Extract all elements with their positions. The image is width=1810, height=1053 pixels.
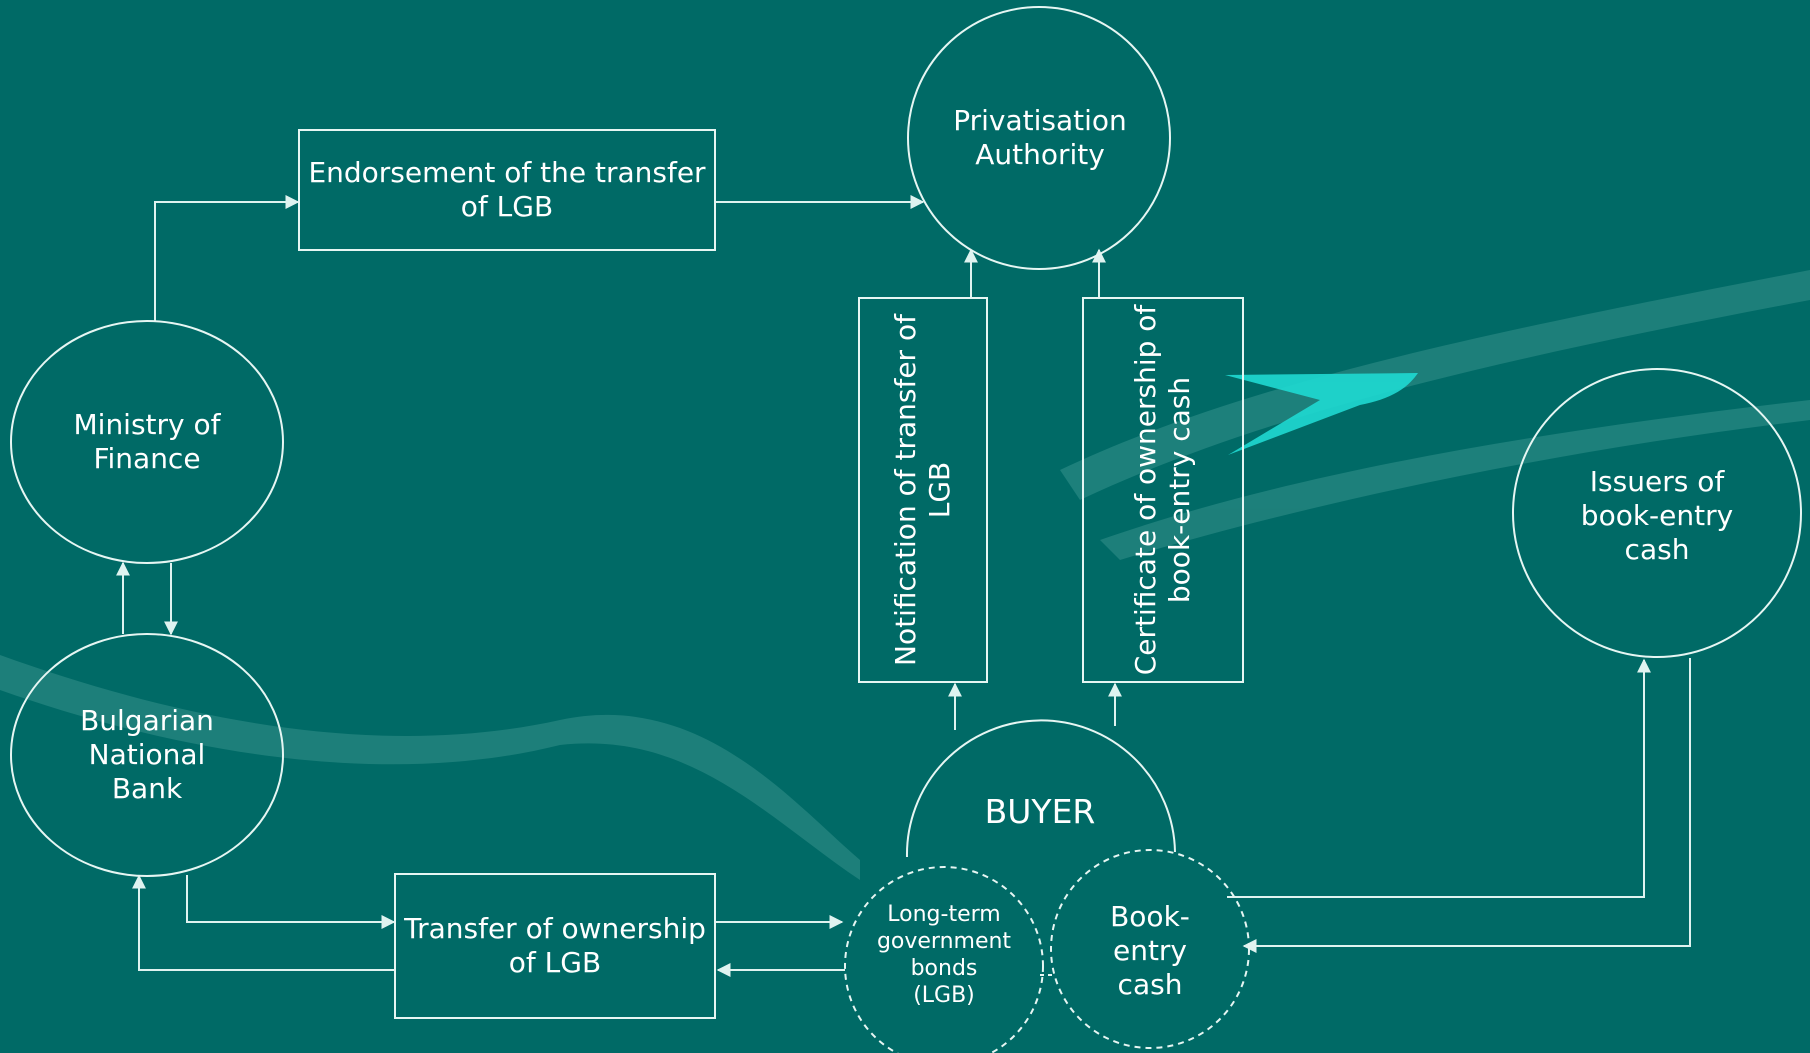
buyer-circle [905, 719, 1176, 858]
arrow-issuers-to-cash [1242, 658, 1691, 953]
bulgarian-national-bank-ellipse [10, 633, 284, 877]
endorsement-box-label: Endorsement of the transfer of LGB [308, 155, 706, 223]
lgb-circle [844, 866, 1044, 1053]
background-decoration [0, 270, 1810, 880]
certificate-box-label: Certificate of ownership of book-entry c… [1129, 304, 1196, 676]
privatisation-authority-circle [907, 6, 1171, 270]
book-entry-cash-circle [1050, 849, 1250, 1049]
certificate-box [1082, 297, 1244, 683]
lgb-label: Long-term government bonds (LGB) [876, 902, 1012, 1008]
shapes [10, 6, 1802, 1053]
issuers-circle [1512, 368, 1802, 658]
ministry-of-finance-label: Ministry of Finance [73, 407, 221, 475]
connectors [116, 195, 1691, 977]
arrow-transfer-to-bnb [132, 874, 395, 971]
book-entry-cash-label: Book- entry cash [1110, 899, 1190, 1002]
arrow-cash-to-issuers [1227, 658, 1651, 898]
buyer-label: BUYER [984, 791, 1096, 831]
notification-box [858, 297, 988, 683]
notification-box-label: Notification of transfer of LGB [889, 314, 956, 666]
issuers-label: Issuers of book-entry cash [1580, 464, 1734, 567]
accent-streak [1225, 373, 1418, 455]
ministry-of-finance-ellipse [10, 320, 284, 564]
transfer-box [394, 873, 716, 1019]
bulgarian-national-bank-label: Bulgarian National Bank [80, 703, 214, 806]
transfer-box-label: Transfer of ownership of LGB [404, 911, 706, 979]
arrow-bnb-to-transfer [186, 875, 396, 929]
endorsement-box [298, 129, 716, 251]
privatisation-authority-label: Privatisation Authority [953, 103, 1127, 171]
arrow-mof-to-endorsement [154, 195, 300, 321]
